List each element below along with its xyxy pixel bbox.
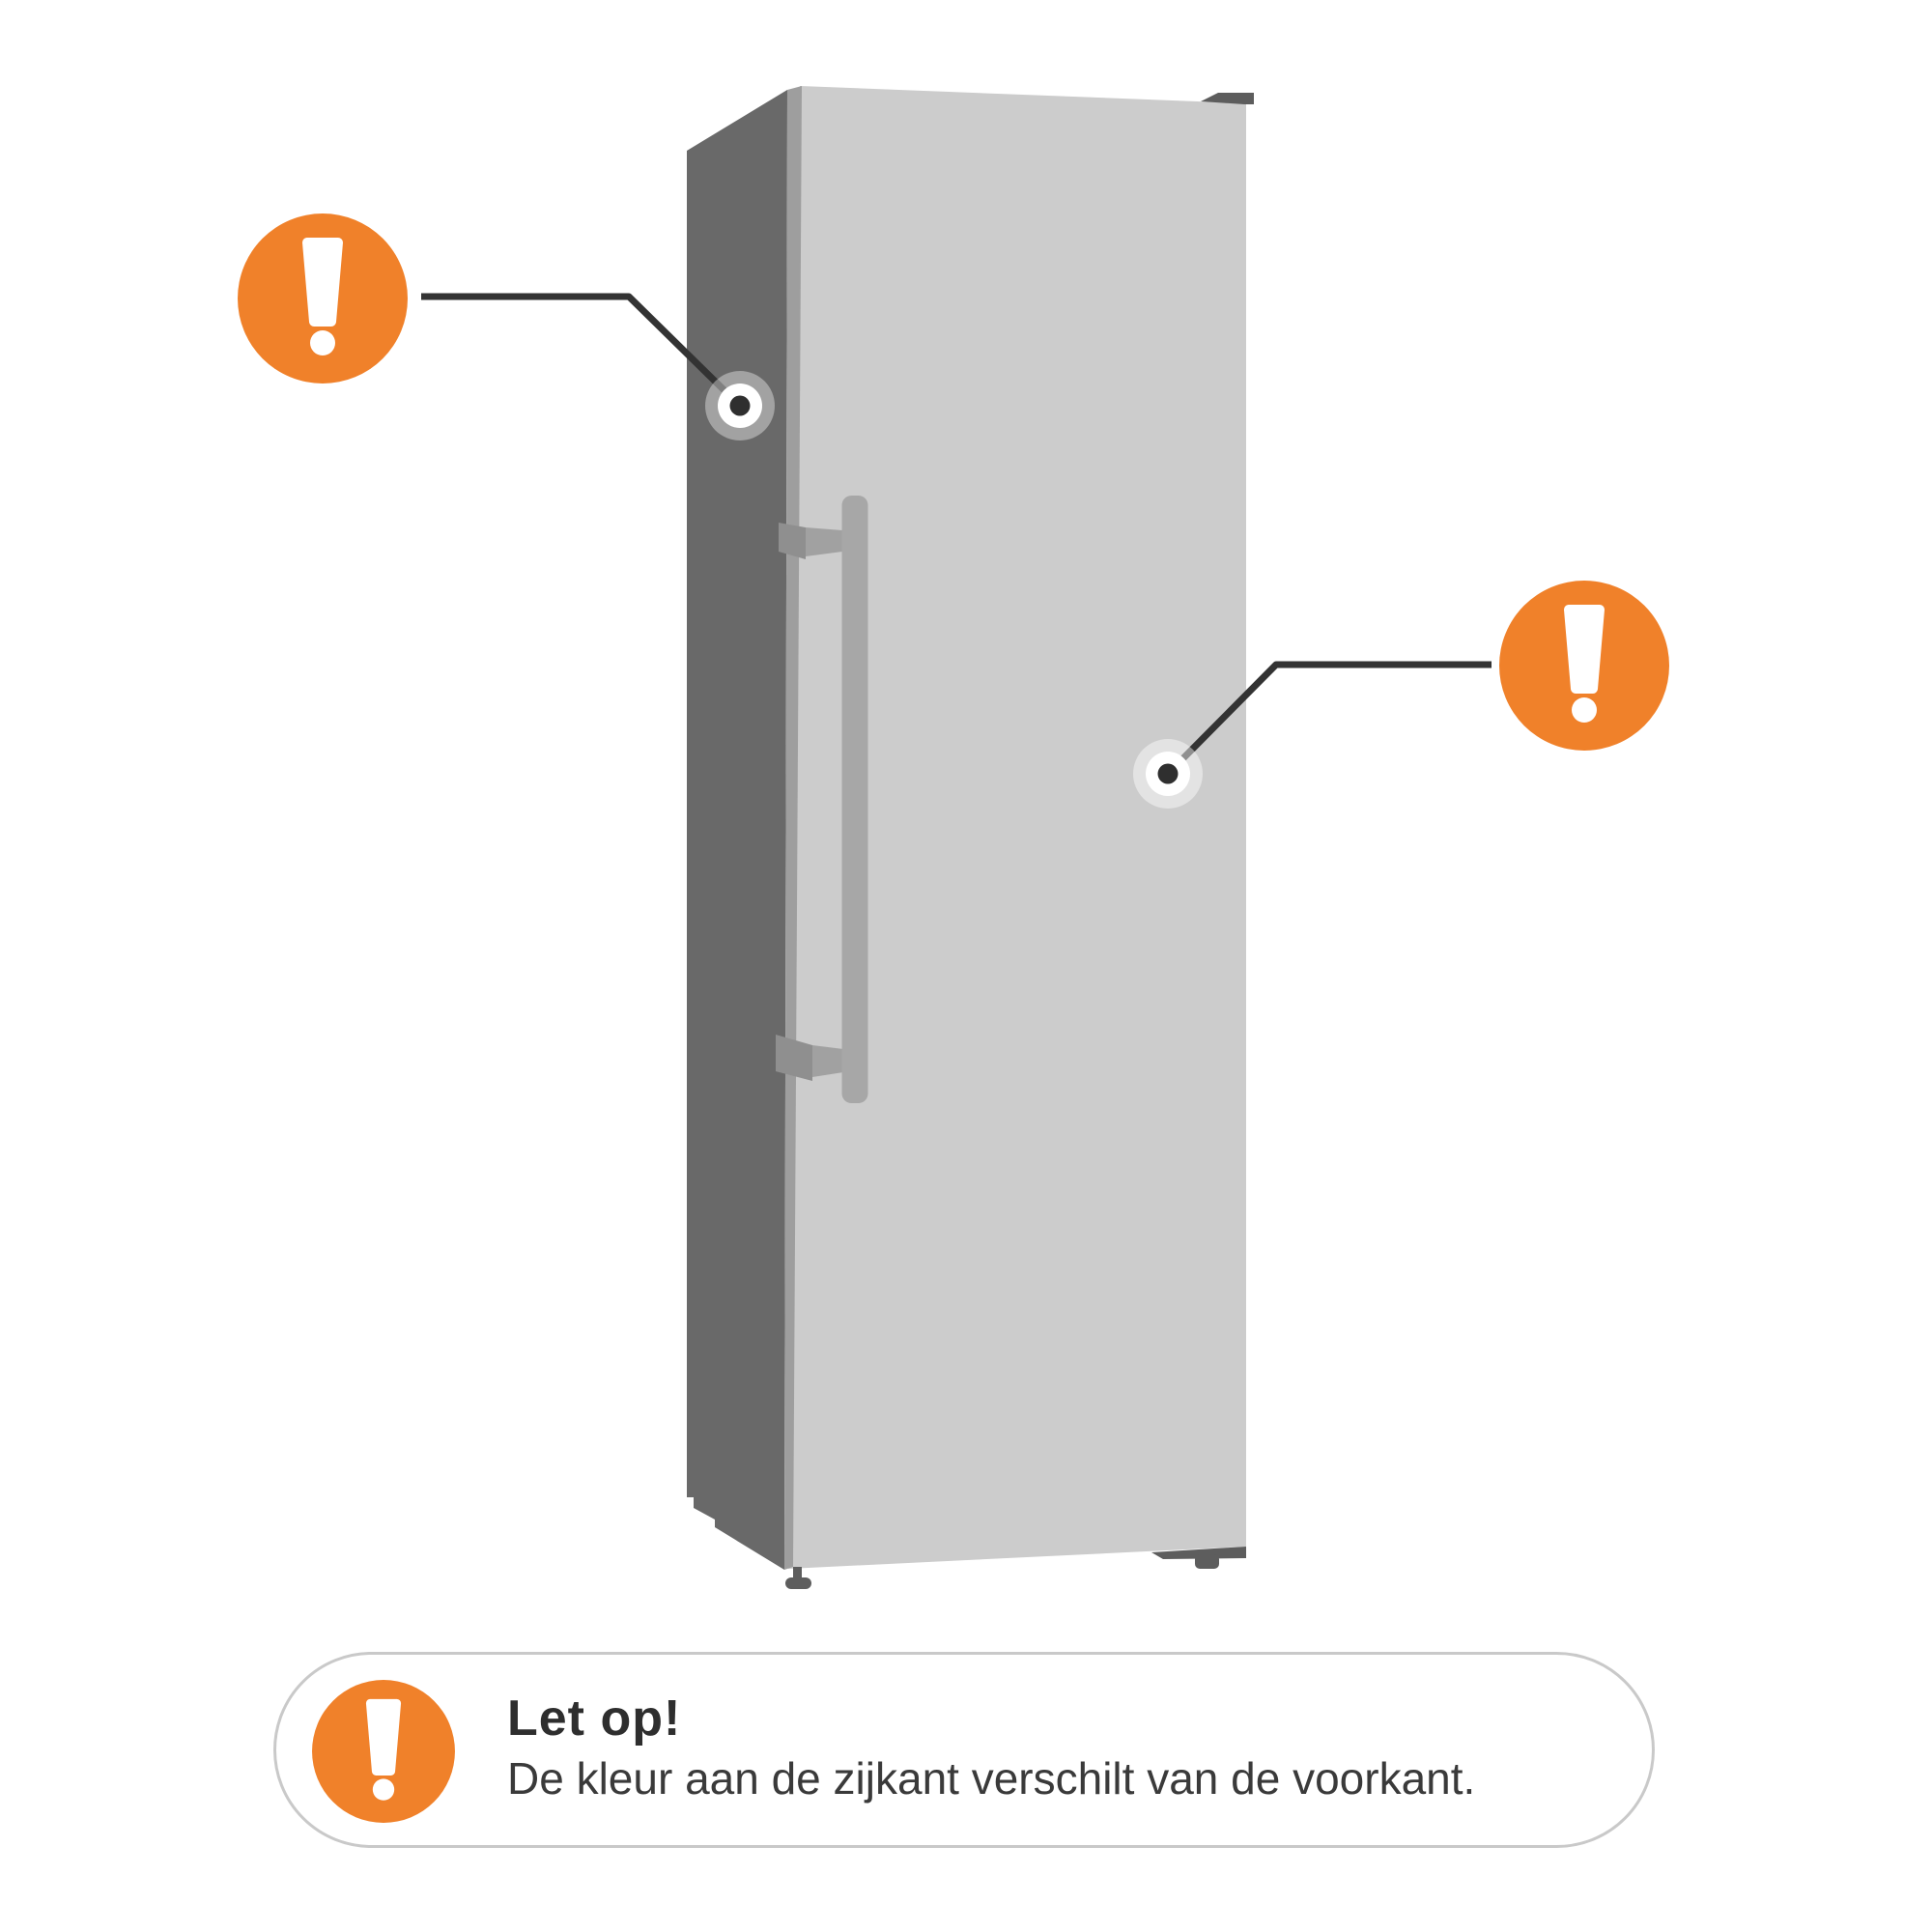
fridge-front-door bbox=[788, 86, 1246, 1569]
door-handle-bar bbox=[841, 496, 868, 1103]
refrigerator bbox=[687, 86, 1254, 1589]
note-box: Let op! De kleur aan de zijkant verschil… bbox=[273, 1652, 1655, 1848]
door-handle-bracket-top bbox=[806, 527, 842, 556]
fridge-foot-right bbox=[1195, 1554, 1219, 1569]
warning-exclamation-icon bbox=[1499, 581, 1669, 751]
target-dot-marker-right bbox=[1133, 739, 1203, 809]
door-handle-bracket-bottom-side bbox=[776, 1035, 812, 1081]
warning-exclamation-icon bbox=[300, 1668, 467, 1834]
note-body: De kleur aan de zijkant verschilt van de… bbox=[507, 1753, 1476, 1804]
callout-left bbox=[238, 213, 775, 440]
exclamation-bar bbox=[1564, 605, 1605, 694]
marker-center-dot bbox=[729, 395, 751, 416]
exclamation-bar bbox=[365, 1698, 402, 1776]
target-dot-marker-left bbox=[705, 371, 775, 440]
callout-right-connector-line bbox=[1165, 661, 1492, 777]
fridge-base-right bbox=[1151, 1547, 1246, 1559]
fridge-top-hinge-cover bbox=[1201, 93, 1254, 104]
fridge-foot-left-pad bbox=[785, 1577, 811, 1589]
door-handle-bracket-top-side bbox=[779, 523, 806, 559]
callout-right bbox=[1133, 581, 1669, 809]
exclamation-dot bbox=[372, 1778, 395, 1801]
door-handle-bracket-bottom bbox=[812, 1045, 843, 1077]
marker-center-dot bbox=[1157, 763, 1179, 784]
exclamation-dot bbox=[1572, 697, 1597, 723]
fridge-door-edge bbox=[784, 86, 802, 1570]
exclamation-bar bbox=[302, 238, 343, 327]
callout-left-connector-line bbox=[421, 293, 743, 409]
fridge-side-panel bbox=[687, 90, 787, 1570]
note-title: Let op! bbox=[507, 1690, 682, 1747]
warning-exclamation-icon bbox=[238, 213, 408, 384]
exclamation-dot bbox=[310, 330, 335, 355]
fridge-foot-left-stem bbox=[793, 1567, 802, 1581]
